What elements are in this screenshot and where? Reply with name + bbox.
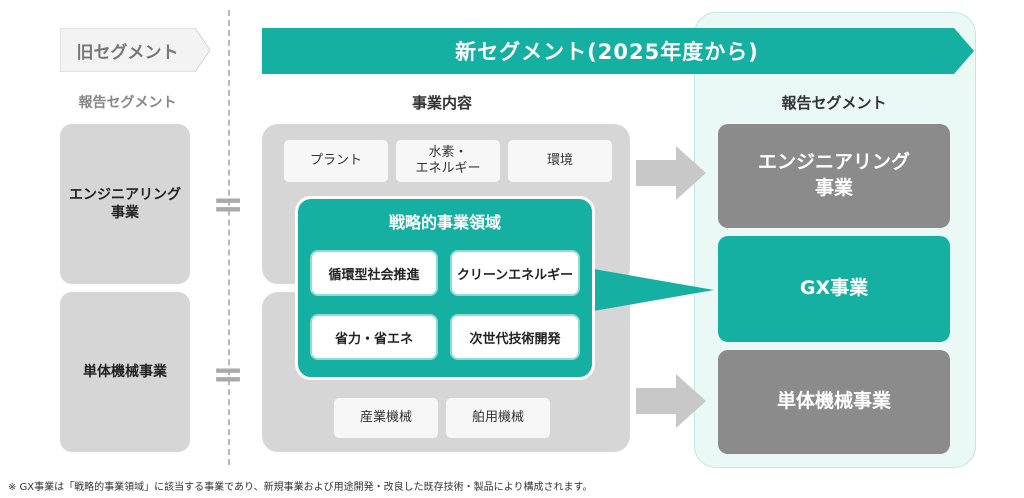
- old-segment-header: 旧セグメント: [76, 42, 179, 63]
- strategic-business-title: 戦略的事業領域: [388, 213, 501, 232]
- business-item-hydrogen-energy: 水素・ エネルギー: [396, 140, 500, 182]
- arrow-right-icon: [636, 374, 706, 428]
- old-segment-header-arrow: [60, 28, 210, 72]
- old-segment-unit-machinery: 単体機械事業: [60, 292, 190, 452]
- new-segment-engineering: エンジニアリング 事業: [718, 124, 950, 228]
- strategic-item-labor-energy-saving: 省力・省エネ: [312, 316, 436, 358]
- business-item-industrial-machinery: 産業機械: [334, 398, 438, 438]
- strategic-item-clean-energy: クリーンエネルギー: [452, 252, 578, 294]
- strategic-item-next-gen-tech: 次世代技術開発: [452, 316, 578, 358]
- business-content-title: 事業内容: [411, 93, 472, 112]
- old-report-segment-title: 報告セグメント: [78, 95, 177, 111]
- arrow-right-icon: [636, 146, 706, 200]
- business-item-plant: プラント: [284, 140, 388, 182]
- equals-sign: =: [212, 182, 244, 226]
- footnote: ※ GX事業は「戦略的事業領域」に該当する事業であり、新規事業および用途開発・改…: [8, 482, 593, 493]
- strategic-callout-pointer: [588, 268, 714, 312]
- business-item-marine-machinery: 舶用機械: [446, 398, 550, 438]
- business-item-environment: 環境: [508, 140, 612, 182]
- old-segment-engineering: エンジニアリング 事業: [60, 124, 190, 284]
- new-segment-unit-machinery: 単体機械事業: [718, 350, 950, 454]
- new-segment-gx: GX事業: [718, 236, 950, 342]
- equals-sign: =: [212, 352, 244, 396]
- new-report-segment-title: 報告セグメント: [781, 93, 887, 112]
- segment-divider: [228, 10, 230, 465]
- strategic-item-circular-society: 循環型社会推進: [312, 252, 436, 294]
- new-segment-header-arrow: [262, 28, 974, 74]
- new-segment-header: 新セグメント(2025年度から): [455, 40, 759, 64]
